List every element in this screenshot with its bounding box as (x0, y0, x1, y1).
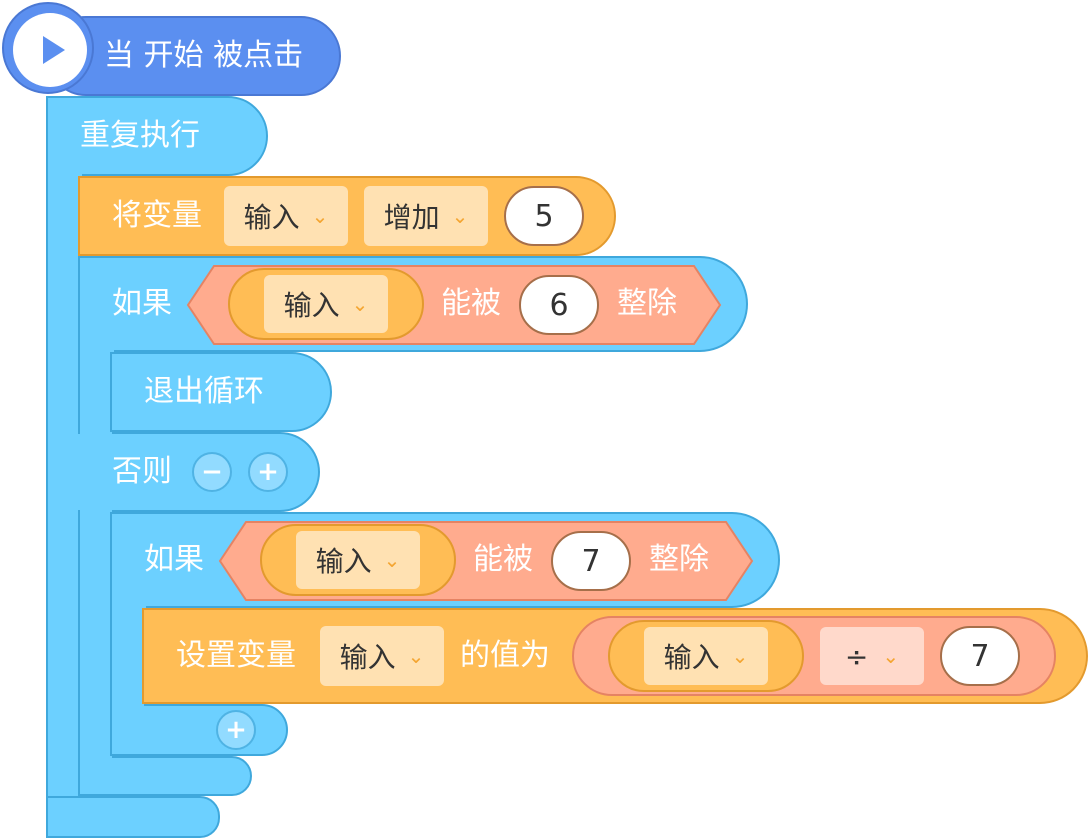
change-variable-label: 将变量 (112, 198, 202, 233)
hat-label: 当 开始 被点击 (104, 38, 304, 73)
inner-if-label: 如果 (144, 542, 204, 577)
chevron-down-icon: ⌄ (351, 292, 369, 316)
chevron-down-icon: ⌄ (731, 644, 749, 668)
when-start-clicked-block[interactable] (46, 16, 341, 96)
set-variable-var-dropdown[interactable]: 输入 ⌄ (320, 626, 444, 686)
inner-if-foot (110, 704, 288, 756)
remove-branch-button[interactable]: − (192, 452, 232, 492)
inner-condition-end-label: 整除 (649, 542, 709, 577)
forever-foot (46, 796, 220, 838)
break-loop-block[interactable] (110, 352, 332, 432)
operator-dropdown[interactable]: ÷ ⌄ (820, 627, 924, 685)
divisor-input[interactable]: 6 (519, 275, 599, 335)
chevron-down-icon: ⌄ (407, 644, 425, 668)
add-block-button[interactable]: + (216, 710, 256, 750)
add-branch-button[interactable]: + (248, 452, 288, 492)
inner-condition-var-dropdown[interactable]: 输入 ⌄ (296, 531, 420, 589)
start-flag-badge (2, 2, 94, 94)
forever-label: 重复执行 (80, 118, 200, 153)
play-icon (43, 36, 65, 64)
chevron-down-icon: ⌄ (882, 644, 900, 668)
condition-mid-label: 能被 (441, 286, 501, 321)
change-variable-var-dropdown[interactable]: 输入 ⌄ (224, 186, 348, 246)
change-variable-value-input[interactable]: 5 (504, 186, 584, 246)
forever-arm (46, 170, 82, 836)
break-label: 退出循环 (144, 374, 264, 409)
change-variable-op-dropdown[interactable]: 增加 ⌄ (364, 186, 488, 246)
expression-var-dropdown[interactable]: 输入 ⌄ (644, 627, 768, 685)
set-variable-label: 设置变量 (176, 638, 296, 673)
chevron-down-icon: ⌄ (451, 204, 469, 228)
set-variable-mid-label: 的值为 (460, 638, 550, 673)
if-label: 如果 (112, 286, 172, 321)
condition-var-dropdown[interactable]: 输入 ⌄ (264, 275, 388, 333)
expression-value-input[interactable]: 7 (940, 626, 1020, 686)
chevron-down-icon: ⌄ (383, 548, 401, 572)
condition-end-label: 整除 (617, 286, 677, 321)
inner-condition-mid-label: 能被 (473, 542, 533, 577)
chevron-down-icon: ⌄ (311, 204, 329, 228)
forever-block[interactable] (46, 96, 268, 176)
else-label: 否则 (112, 454, 172, 489)
inner-divisor-input[interactable]: 7 (551, 531, 631, 591)
